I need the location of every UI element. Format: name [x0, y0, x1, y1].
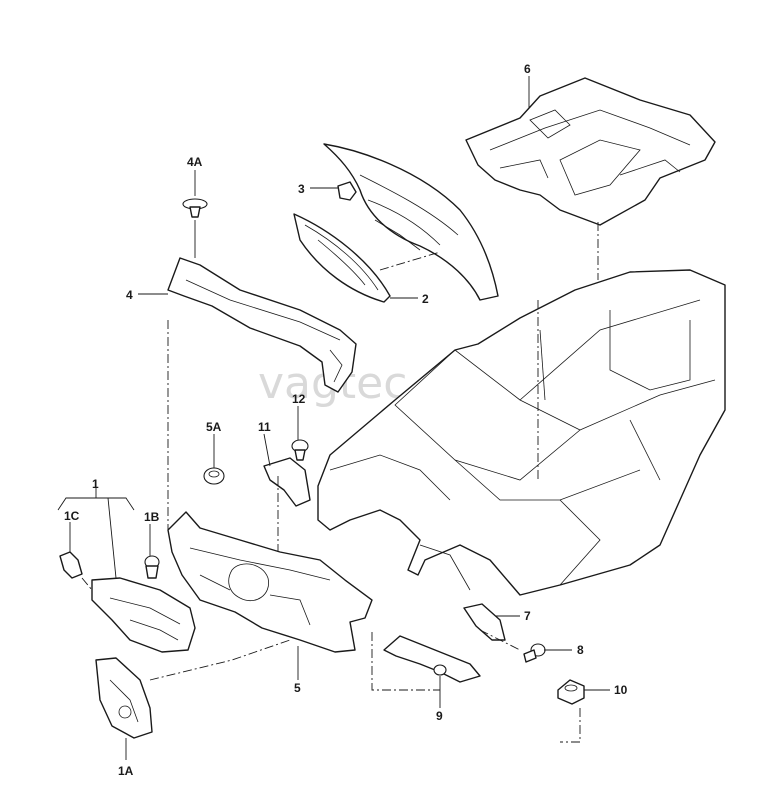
callout-8: 8 — [577, 643, 584, 657]
callout-12: 12 — [292, 392, 306, 406]
callout-11: 11 — [258, 420, 271, 434]
clip-4a-part — [182, 198, 208, 218]
plug-5a-part — [203, 467, 225, 485]
callout-5a: 5A — [206, 420, 222, 434]
brace-9-part — [383, 635, 481, 683]
hood-panel-part — [323, 143, 499, 301]
clip-1c-part — [59, 551, 83, 579]
callout-3: 3 — [298, 182, 305, 196]
callout-7: 7 — [524, 609, 531, 623]
callout-4a: 4A — [187, 155, 203, 169]
callout-1c: 1C — [64, 509, 80, 523]
callout-5: 5 — [294, 681, 301, 695]
nut-10-part — [557, 679, 585, 705]
callout-1a: 1A — [118, 764, 134, 778]
cowl-panel-part — [167, 257, 357, 393]
callout-10: 10 — [614, 683, 628, 697]
callout-1: 1 — [92, 477, 99, 491]
body-shell-part — [317, 269, 726, 596]
floor-carpet-part — [465, 77, 716, 226]
bracket-11-part — [263, 457, 311, 507]
bolt-8-part — [523, 643, 546, 663]
callout-6: 6 — [524, 62, 531, 76]
bulkhead-insulation-part — [167, 511, 373, 653]
bracket-7-part — [463, 603, 506, 641]
alignment-lines — [81, 222, 599, 743]
hood-insulation-part — [293, 213, 391, 303]
fastener-1b-part — [144, 555, 160, 579]
leader-lines — [57, 76, 610, 760]
callout-2: 2 — [422, 292, 429, 306]
callout-4: 4 — [126, 288, 133, 302]
callout-9: 9 — [436, 709, 443, 723]
grommet-12-part — [291, 439, 309, 461]
insulation-section-part — [91, 577, 196, 653]
callout-1b: 1B — [144, 510, 160, 524]
insulation-1a-part — [95, 657, 153, 739]
clip-3-part — [337, 181, 357, 201]
callout-labels: 6 3 2 4A 4 1 1C 1B 1A 5A 11 12 5 7 8 9 1… — [64, 62, 628, 778]
